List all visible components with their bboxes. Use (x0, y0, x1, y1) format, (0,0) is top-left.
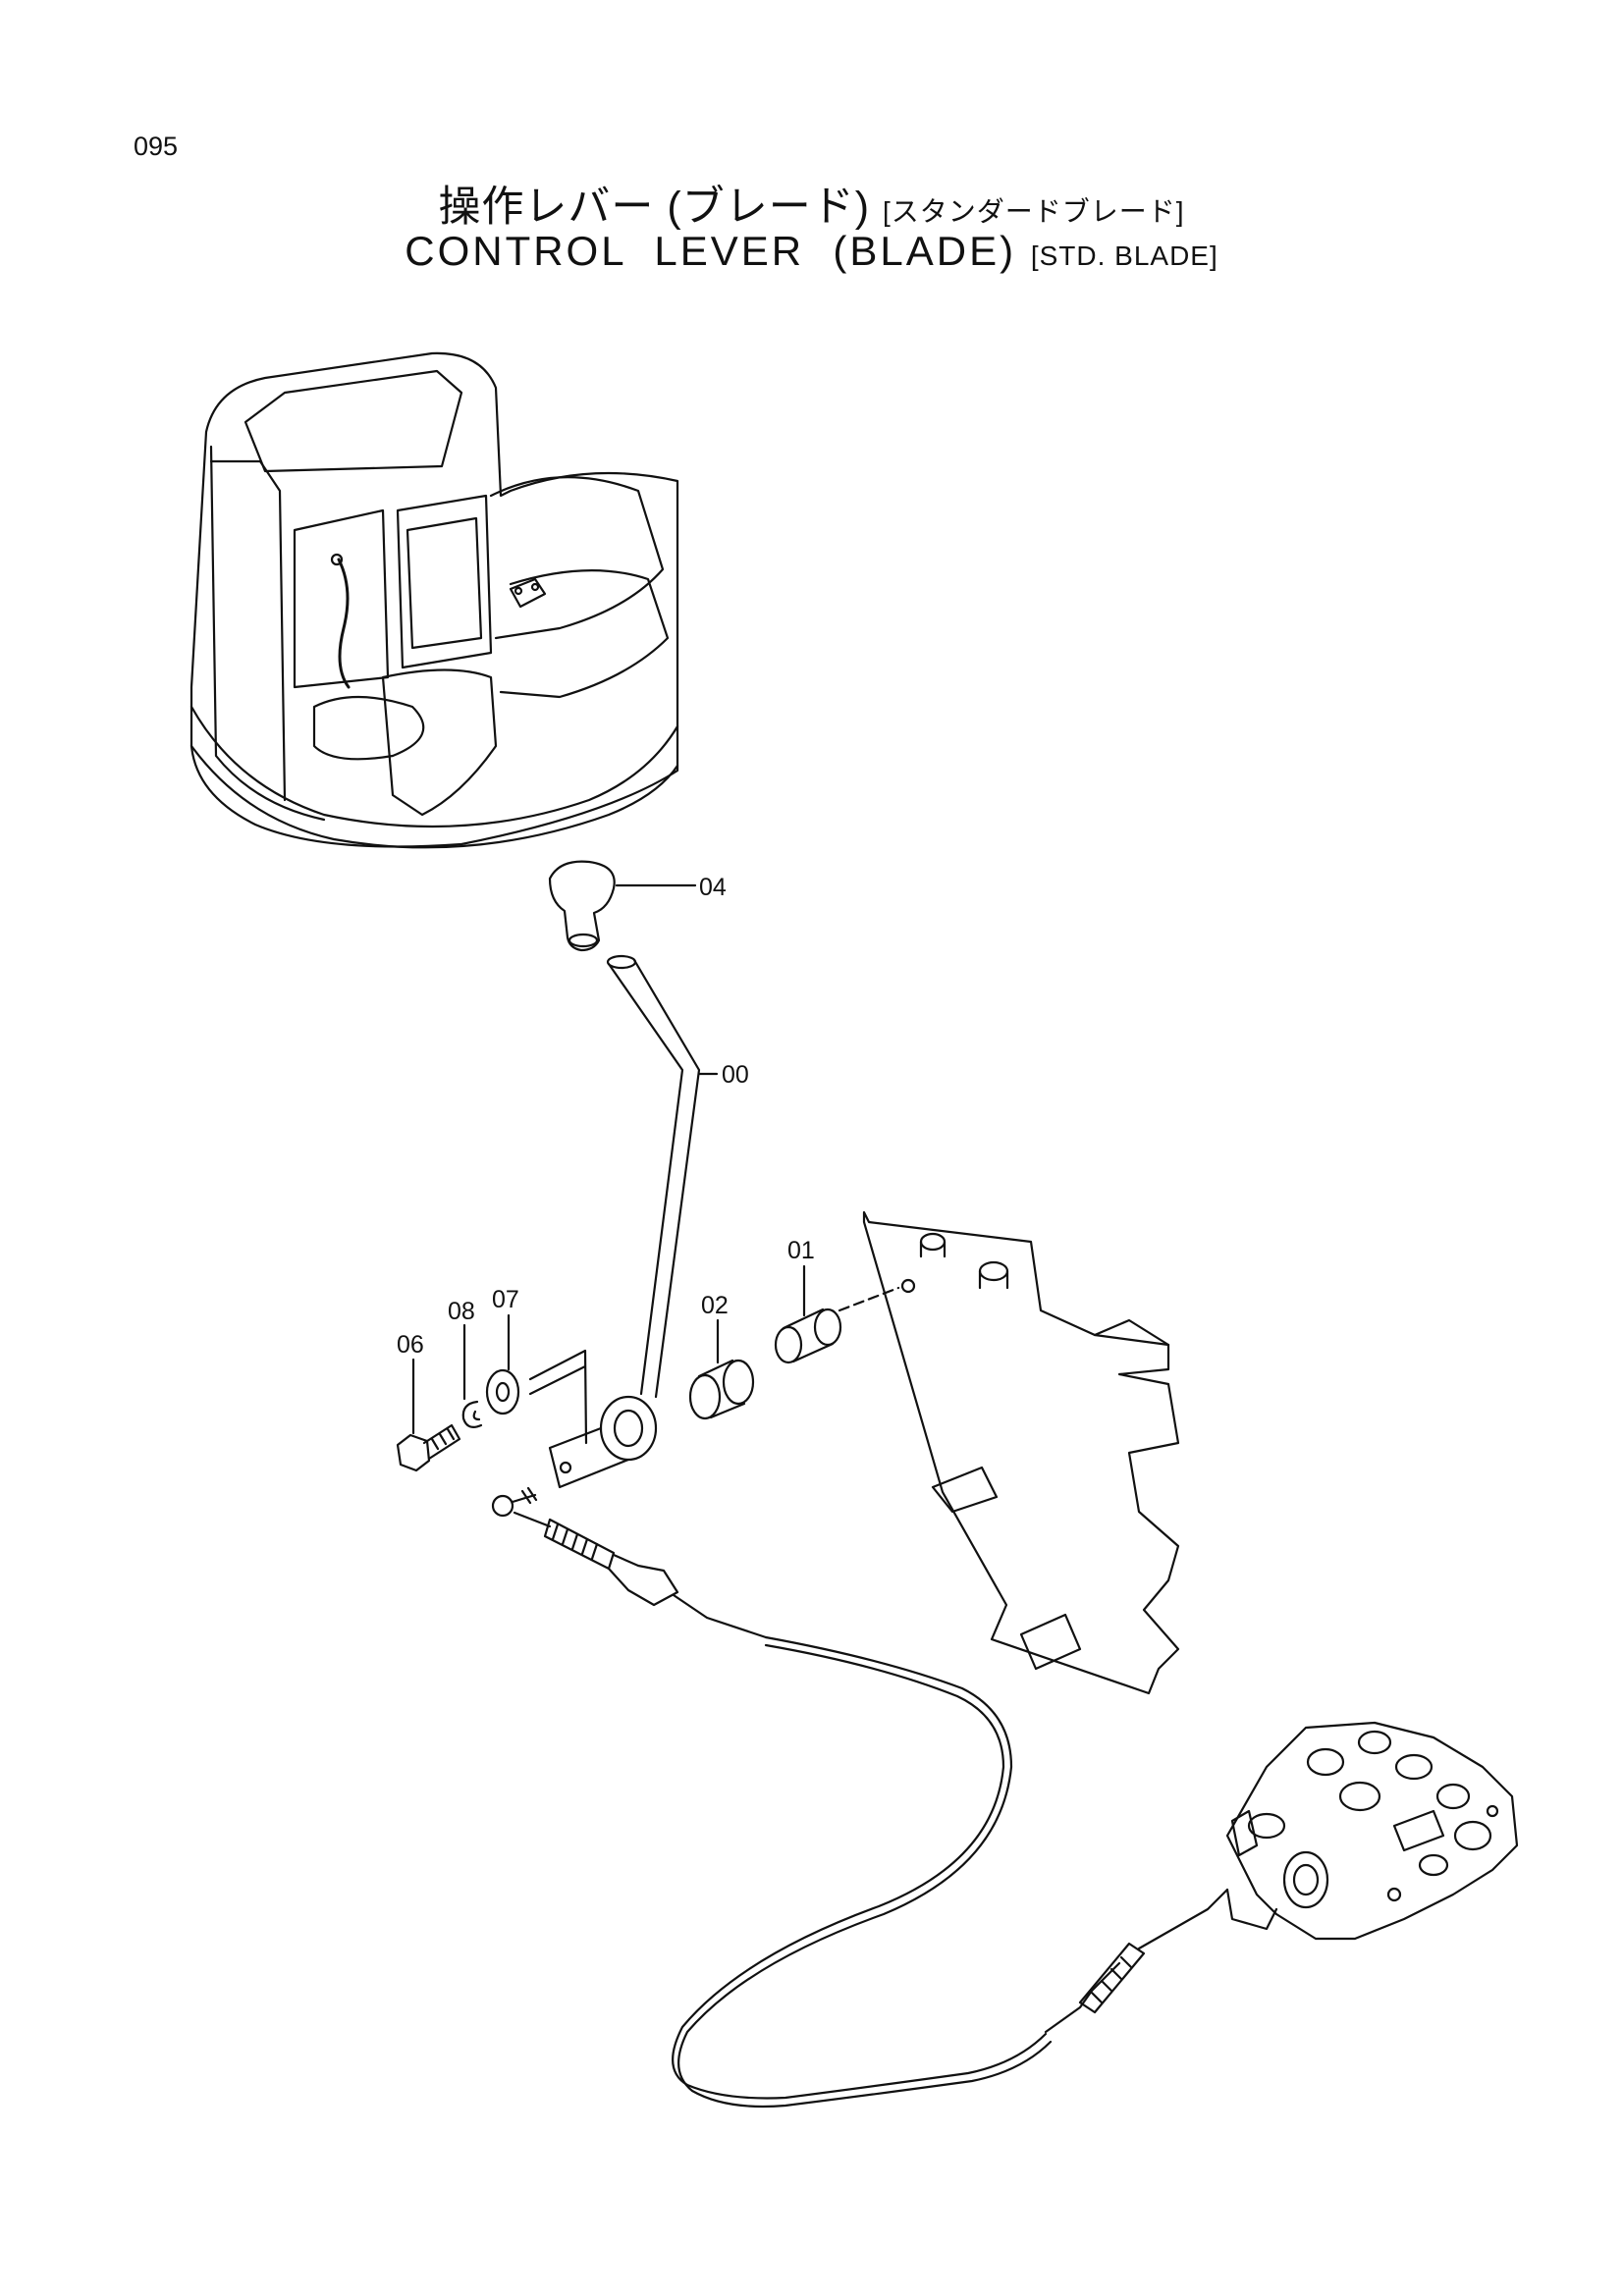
page-number: 095 (134, 132, 179, 161)
cab-illustration (189, 351, 679, 849)
dashed-leader-01 (838, 1286, 900, 1312)
label-08: 08 (448, 1298, 475, 1325)
knob-part (548, 860, 616, 952)
lever-rod-part (548, 954, 701, 1489)
spring-washer-08 (461, 1400, 483, 1428)
label-04: 04 (699, 874, 727, 901)
bolt-06 (396, 1423, 461, 1472)
title-en-main: CONTROL LEVER (BLADE) (405, 228, 1017, 274)
label-06: 06 (397, 1331, 424, 1359)
label-00: 00 (722, 1061, 749, 1089)
label-07: 07 (492, 1286, 519, 1313)
bracket-plate (862, 1210, 1180, 1695)
bushing-01 (774, 1308, 842, 1364)
label-02: 02 (701, 1292, 729, 1319)
control-cable (491, 1486, 1229, 2109)
title-en-sub: [STD. BLADE] (1030, 240, 1218, 271)
title-english: CONTROL LEVER (BLADE) [STD. BLADE] (0, 228, 1623, 275)
washer-07 (485, 1349, 588, 1445)
title-japanese: 操作レバー (ブレード) [スタンダードブレード] (0, 173, 1623, 234)
bushing-02 (688, 1359, 755, 1420)
title-jp-sub: [スタンダードブレード] (882, 196, 1185, 227)
title-jp-main: 操作レバー (ブレード) (438, 184, 871, 231)
label-01: 01 (787, 1237, 815, 1264)
control-valve (1225, 1721, 1519, 1941)
